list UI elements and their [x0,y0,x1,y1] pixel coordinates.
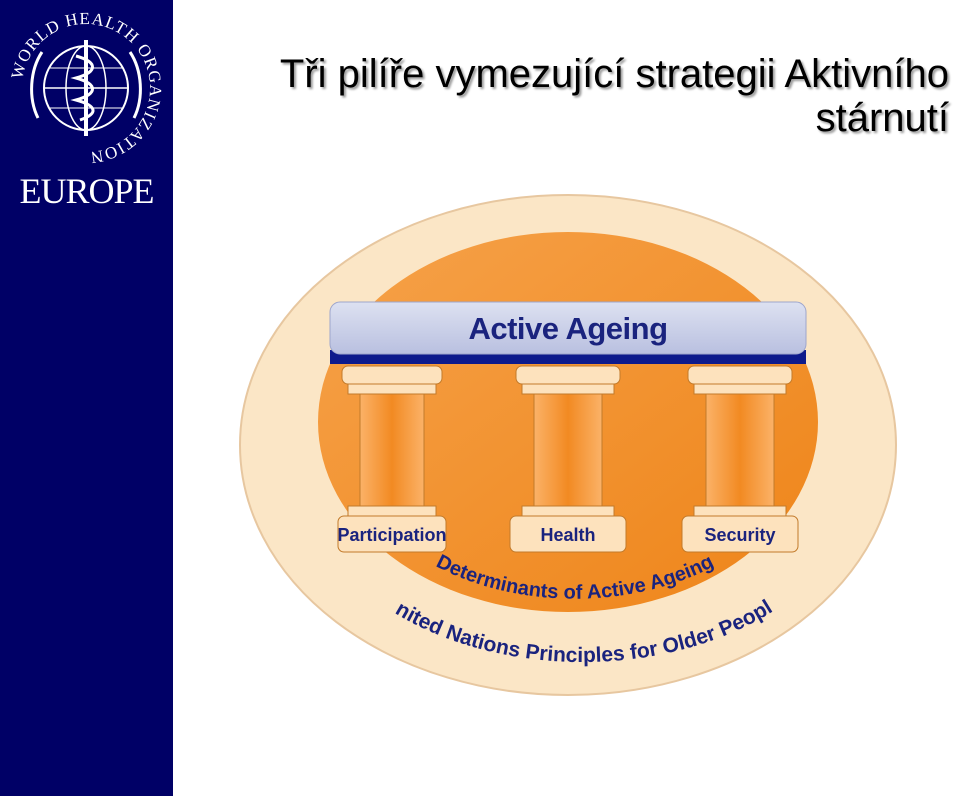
pillar-health: Health [509,365,627,553]
active-ageing-diagram: Active Ageing Participation Health Secur… [230,190,897,696]
pillar-label: Health [540,525,595,545]
roof [329,301,807,355]
who-emblem-logo: WORLD HEALTH ORGANIZATION [8,9,164,167]
pillar-participation: Participation [337,365,447,553]
sidebar: WORLD HEALTH ORGANIZATION EUROPE [0,0,173,796]
roof-label: Active Ageing [468,311,667,346]
pillar-security: Security [681,365,799,553]
slide-title: Tři pilíře vymezující strategii Aktivníh… [279,52,949,140]
pillar-label: Security [704,525,775,545]
region-label: EUROPE [19,171,154,211]
pillar-label: Participation [337,525,446,545]
